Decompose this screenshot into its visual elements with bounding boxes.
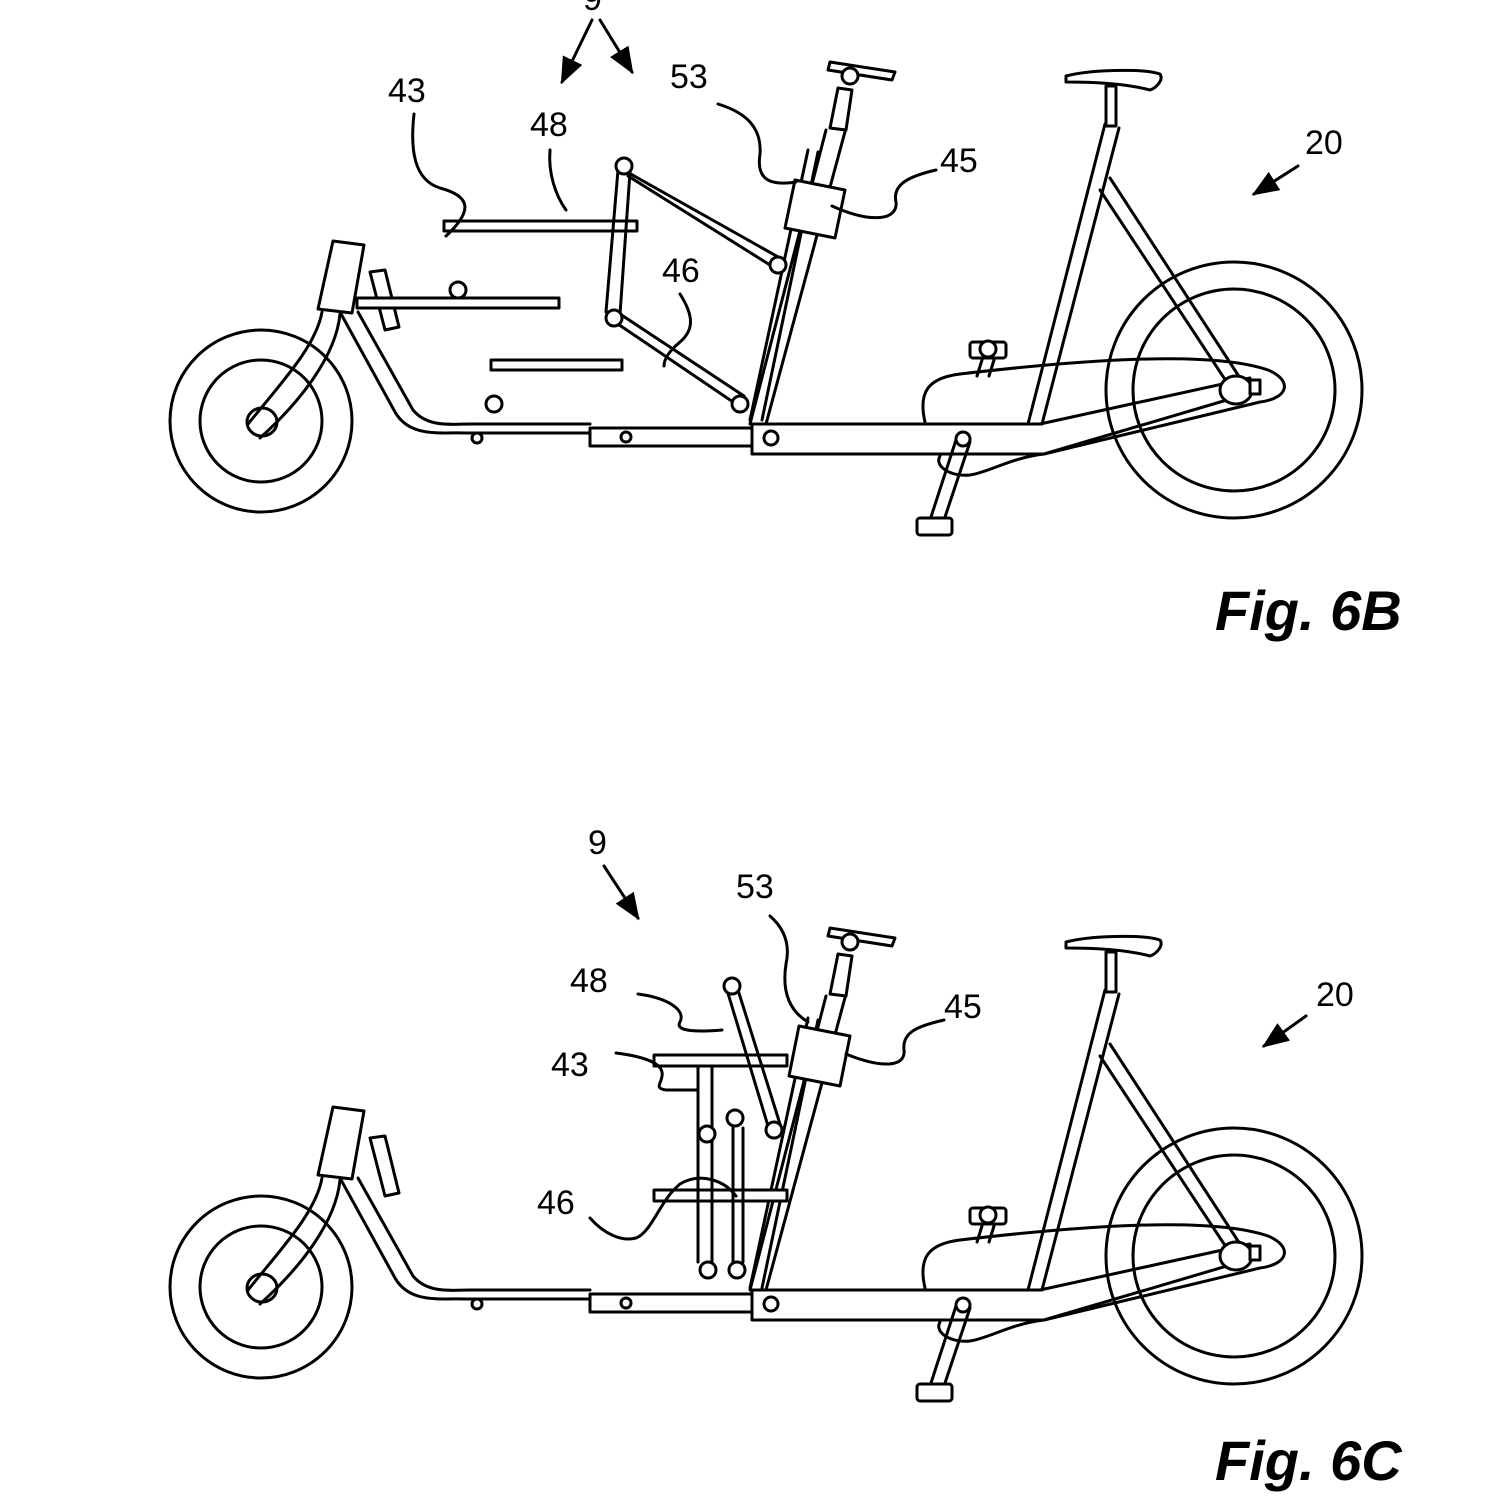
ref-20-6b: 20 <box>1305 124 1343 162</box>
figure-6b: 9 43 48 53 45 46 20 Fig. 6B <box>168 0 1402 642</box>
ref-53-6c: 53 <box>736 868 774 906</box>
ref-46-6c: 46 <box>537 1184 575 1222</box>
figure-6c: 9 53 48 43 45 46 20 Fig. 6C <box>168 824 1403 1492</box>
ref-45-6c: 45 <box>944 988 982 1026</box>
figure-caption-6c: Fig. 6C <box>1215 1429 1403 1492</box>
ref-43-6c: 43 <box>551 1046 589 1084</box>
cargo-bike-body-6c <box>168 926 1364 1403</box>
ref-53-6b: 53 <box>670 58 708 96</box>
ref-9-6b: 9 <box>583 0 602 18</box>
figure-caption-6b: Fig. 6B <box>1215 579 1402 642</box>
ref-48-6c: 48 <box>570 962 608 1000</box>
ref-45-6b: 45 <box>940 142 978 180</box>
cargo-box-folded <box>652 976 852 1290</box>
ref-9-6c: 9 <box>588 824 607 862</box>
leader-lines-6b <box>411 18 1300 368</box>
ref-46-6b: 46 <box>662 252 700 290</box>
cargo-box-unfolded <box>355 148 847 422</box>
ref-20-6c: 20 <box>1316 976 1354 1014</box>
leader-lines-6c <box>588 864 1308 1241</box>
cargo-bike-body-6b <box>168 60 1364 537</box>
ref-48-6b: 48 <box>530 106 568 144</box>
ref-43-6b: 43 <box>388 72 426 110</box>
